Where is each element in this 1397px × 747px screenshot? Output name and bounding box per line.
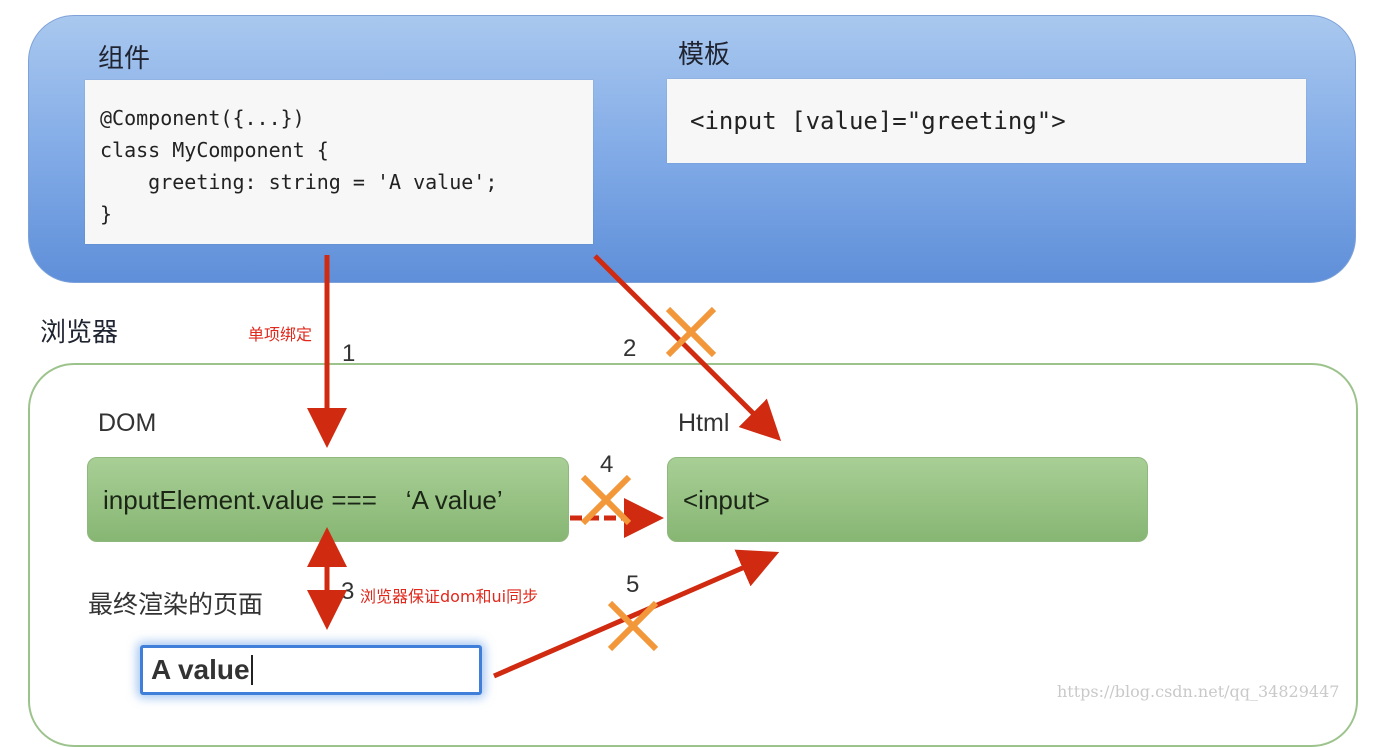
arrow-step-5 — [493, 549, 780, 679]
cross-icon — [580, 474, 632, 526]
step-number-1: 1 — [342, 340, 356, 367]
dom-value: inputElement.value === ‘A value’ — [103, 485, 503, 515]
step-number-4: 4 — [600, 451, 614, 478]
cross-icon — [607, 600, 659, 652]
component-code-box: @Component({...}) class MyComponent { gr… — [85, 80, 593, 244]
template-code-box: <input [value]="greeting"> — [667, 79, 1306, 163]
one-way-binding-note: 单项绑定 — [248, 325, 313, 344]
step-number-2: 2 — [623, 335, 637, 362]
rendered-input-value: A value — [151, 654, 250, 685]
html-box: <input> — [667, 457, 1148, 542]
rendered-input-field[interactable]: A value — [140, 645, 482, 695]
html-label: Html — [678, 409, 730, 437]
template-heading: 模板 — [678, 40, 731, 70]
dom-label: DOM — [98, 409, 157, 437]
code-line: } — [100, 202, 113, 226]
watermark: https://blog.csdn.net/qq_34829447 — [1057, 682, 1340, 701]
template-code: <input [value]="greeting"> — [690, 107, 1066, 135]
step-number-5: 5 — [626, 571, 640, 598]
cross-icon — [665, 306, 717, 358]
code-line: greeting: string = 'A value'; — [100, 170, 498, 194]
arrows-overlay — [307, 254, 782, 679]
dom-ui-sync-note: 浏览器保证dom和ui同步 — [360, 587, 539, 606]
rendered-page-label: 最终渲染的页面 — [88, 591, 264, 619]
code-line: class MyComponent { — [100, 138, 329, 162]
component-heading: 组件 — [98, 44, 151, 74]
browser-heading: 浏览器 — [40, 318, 119, 348]
code-line: @Component({...}) — [100, 106, 305, 130]
html-value: <input> — [683, 485, 770, 515]
arrow-step-2 — [593, 254, 782, 442]
text-cursor-icon — [250, 655, 253, 685]
